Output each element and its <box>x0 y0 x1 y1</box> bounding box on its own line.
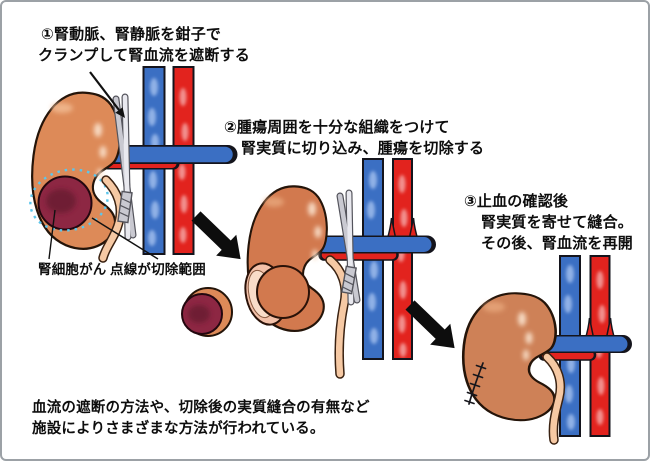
footnote-line-1: 血流の遮断の方法や、切除後の実質縫合の有無など <box>32 400 370 416</box>
excision-cavity <box>244 262 310 326</box>
panel-1 <box>25 66 238 263</box>
panel-3 <box>459 255 632 445</box>
step-2-caption: ②腫瘍周囲を十分な組織をつけて 腎実質に切り込み、腫瘍を切除する <box>224 117 484 159</box>
step-3-caption: ③止血の確認後 腎実質を寄せて縫合。 その後、腎血流を再開 <box>464 191 633 254</box>
footnote-line-2: 施設によりさまざまな方法が行われている。 <box>32 420 325 437</box>
dotted-line-label: 点線が切除範囲 <box>110 262 206 278</box>
clamp-ratchet <box>341 265 357 295</box>
surgical-clamp-1 <box>112 93 137 241</box>
kidney-2 <box>242 182 332 334</box>
step-2-line-2: 腎実質に切り込み、腫瘍を切除する <box>241 139 485 157</box>
ureter-2 <box>325 255 350 379</box>
clamp-ratchet <box>117 190 133 224</box>
excised-tumor <box>181 287 233 337</box>
arrow-step1-to-step2 <box>191 211 241 260</box>
panel-2 <box>181 158 436 379</box>
step-3-line-2: 腎実質を寄せて縫合。 <box>481 213 634 231</box>
kidney-3 <box>459 290 560 423</box>
step-3-line-1: ③止血の確認後 <box>464 192 569 210</box>
footnote: 血流の遮断の方法や、切除後の実質縫合の有無など 施設によりさまざまな方法が行われ… <box>32 398 370 439</box>
pointer-line-dotted <box>91 217 159 260</box>
suture-line <box>464 362 487 405</box>
step-1-line-2: クランプして腎血流を遮断する <box>38 46 250 64</box>
renal-tumor <box>37 175 93 231</box>
step-1-caption: ①腎動脈、腎静脈を鉗子で クランプして腎血流を遮断する <box>38 24 250 66</box>
vein-highlights <box>148 78 159 246</box>
step-1-line-1: ①腎動脈、腎静脈を鉗子で <box>41 25 222 43</box>
ureter-3 <box>542 352 566 445</box>
step-2-line-1: ②腫瘍周囲を十分な組織をつけて <box>224 118 450 136</box>
artery-highlights <box>178 88 189 243</box>
surgical-clamp-2 <box>336 189 361 306</box>
pointer-line-tumor <box>48 209 56 260</box>
step-3-line-3: その後、腎血流を再開 <box>481 234 634 252</box>
callout-arrow-to-clamp <box>89 71 125 118</box>
kidney-1-highlights <box>51 103 107 180</box>
arrow-step2-to-step3 <box>405 300 455 349</box>
tumor-label: 腎細胞がん <box>38 262 107 278</box>
resection-dashed-circle <box>29 168 109 232</box>
kidney-1 <box>25 88 126 253</box>
